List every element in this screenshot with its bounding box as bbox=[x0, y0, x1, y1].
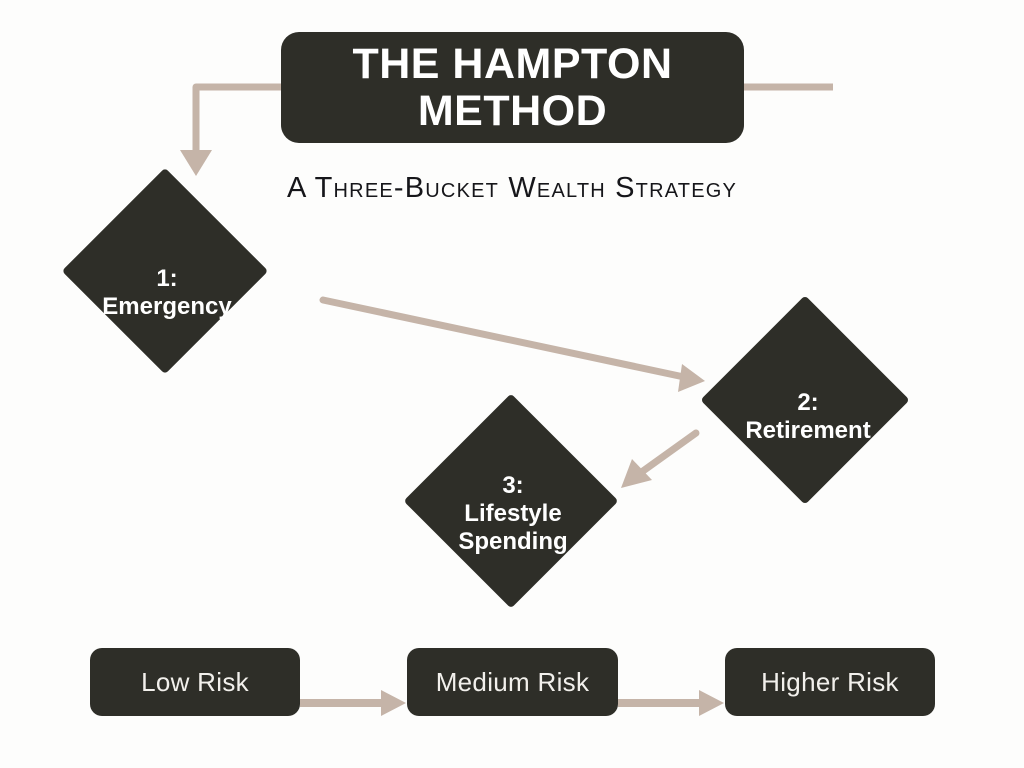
bucket-1-label: 1: Emergency bbox=[102, 264, 232, 320]
risk-box-low: Low Risk bbox=[90, 648, 300, 716]
connector-bucket-1-to-bucket-2 bbox=[319, 296, 688, 381]
bucket-2-label: 2: Retirement bbox=[745, 388, 871, 444]
arrowhead-medium-to-higher-risk bbox=[699, 690, 724, 716]
bucket-3-label: 3: Lifestyle Spending bbox=[458, 471, 568, 556]
bucket-3-lifestyle-spending: 3: Lifestyle Spending bbox=[403, 393, 619, 609]
page-title: THE HAMPTON METHOD bbox=[352, 40, 673, 135]
arrowhead-low-to-medium-risk bbox=[381, 690, 406, 716]
connector-bucket-2-to-bucket-3 bbox=[639, 429, 700, 475]
title-box: THE HAMPTON METHOD bbox=[281, 32, 744, 143]
risk-box-medium: Medium Risk bbox=[407, 648, 618, 716]
bucket-2-retirement: 2: Retirement bbox=[700, 295, 910, 505]
risk-box-higher: Higher Risk bbox=[725, 648, 935, 716]
risk-box-higher-label: Higher Risk bbox=[761, 666, 899, 697]
arrowhead-bucket-2-to-bucket-3 bbox=[621, 459, 652, 488]
bucket-1-emergency: 1: Emergency bbox=[61, 167, 269, 375]
connector-title-to-bucket-1 bbox=[192, 83, 281, 152]
risk-box-low-label: Low Risk bbox=[141, 666, 249, 697]
arrowhead-bucket-1-to-bucket-2 bbox=[678, 364, 705, 392]
risk-box-medium-label: Medium Risk bbox=[435, 666, 590, 697]
subtitle: A Three-Bucket Wealth Strategy bbox=[286, 172, 738, 204]
